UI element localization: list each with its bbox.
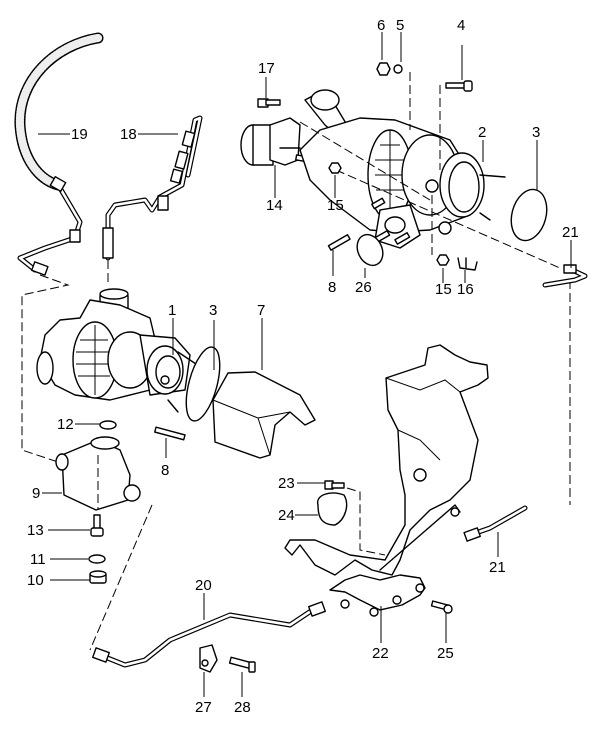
part-20-oil-line bbox=[92, 601, 326, 668]
part-26-gasket bbox=[356, 233, 384, 267]
part-17-bolt bbox=[257, 98, 281, 108]
part-1-turbocharger-left bbox=[36, 288, 197, 413]
callout-13: 13 bbox=[27, 522, 44, 539]
part-10-plug bbox=[89, 570, 107, 584]
callout-6: 6 bbox=[377, 17, 385, 34]
part-8-stud-left bbox=[154, 426, 186, 441]
callout-15: 15 bbox=[327, 197, 344, 214]
part-14-actuator bbox=[240, 117, 301, 166]
callout-1: 1 bbox=[168, 302, 176, 319]
callout-15: 15 bbox=[435, 281, 452, 298]
callout-3: 3 bbox=[532, 124, 540, 141]
part-24-cap bbox=[316, 492, 348, 526]
part-23-bolt bbox=[324, 480, 345, 490]
callout-4: 4 bbox=[457, 17, 465, 34]
routing-line-2-21 bbox=[335, 169, 561, 269]
callouts: 1 2 3 3 4 5 6 7 8 8 9 10 11 12 13 14 15 … bbox=[27, 17, 579, 716]
routing-line-9-20 bbox=[89, 504, 153, 651]
callout-10: 10 bbox=[27, 572, 44, 589]
callout-8: 8 bbox=[161, 462, 169, 479]
part-7-heat-shield bbox=[212, 371, 316, 459]
routing-line-23 bbox=[346, 487, 386, 556]
callout-20: 20 bbox=[195, 577, 212, 594]
callout-27: 27 bbox=[195, 699, 212, 716]
callout-5: 5 bbox=[396, 17, 404, 34]
callout-23: 23 bbox=[278, 475, 295, 492]
callout-21: 21 bbox=[489, 559, 506, 576]
callout-19: 19 bbox=[71, 126, 88, 143]
callout-24: 24 bbox=[278, 507, 295, 524]
part-15-nut-upper bbox=[328, 162, 342, 174]
part-9-oil-return-housing bbox=[55, 436, 141, 511]
callout-9: 9 bbox=[32, 485, 40, 502]
part-18-oil-pressure-line bbox=[102, 115, 203, 261]
part-22-mounting-bracket bbox=[284, 344, 489, 617]
part-8-stud-right bbox=[327, 234, 351, 251]
callout-2: 2 bbox=[478, 124, 486, 141]
part-2-turbocharger-right bbox=[299, 89, 506, 249]
part-3-sealing-ring-left bbox=[185, 346, 221, 422]
callout-7: 7 bbox=[257, 302, 265, 319]
part-5-washer bbox=[393, 64, 403, 74]
part-19-oil-return-hose bbox=[14, 32, 104, 276]
callout-21: 21 bbox=[562, 224, 579, 241]
callout-17: 17 bbox=[258, 60, 275, 77]
part-21-oil-line-upper bbox=[542, 264, 588, 288]
part-12-o-ring bbox=[99, 420, 117, 430]
leader-lines bbox=[38, 32, 572, 697]
part-25-bolt bbox=[430, 600, 453, 614]
routing-line-left bbox=[21, 274, 70, 463]
callout-18: 18 bbox=[120, 126, 137, 143]
part-6-nut bbox=[376, 62, 391, 76]
callout-26: 26 bbox=[355, 279, 372, 296]
callout-16: 16 bbox=[457, 281, 474, 298]
callout-25: 25 bbox=[437, 645, 454, 662]
callout-22: 22 bbox=[372, 645, 389, 662]
part-15-nut-lower bbox=[436, 254, 450, 266]
part-4-bolt bbox=[445, 80, 473, 92]
callout-11: 11 bbox=[30, 551, 46, 568]
callout-12: 12 bbox=[57, 416, 74, 433]
part-21-oil-line-lower bbox=[463, 505, 528, 542]
callout-8: 8 bbox=[328, 279, 336, 296]
part-27-clamp bbox=[199, 644, 218, 673]
callout-3: 3 bbox=[209, 302, 217, 319]
part-11-seal-ring bbox=[88, 554, 106, 564]
callout-14: 14 bbox=[266, 197, 283, 214]
part-28-bolt bbox=[228, 656, 256, 673]
part-16-clip bbox=[457, 257, 478, 271]
part-3-sealing-ring-right bbox=[510, 188, 548, 242]
callout-28: 28 bbox=[234, 699, 251, 716]
part-13-bolt bbox=[90, 514, 104, 537]
